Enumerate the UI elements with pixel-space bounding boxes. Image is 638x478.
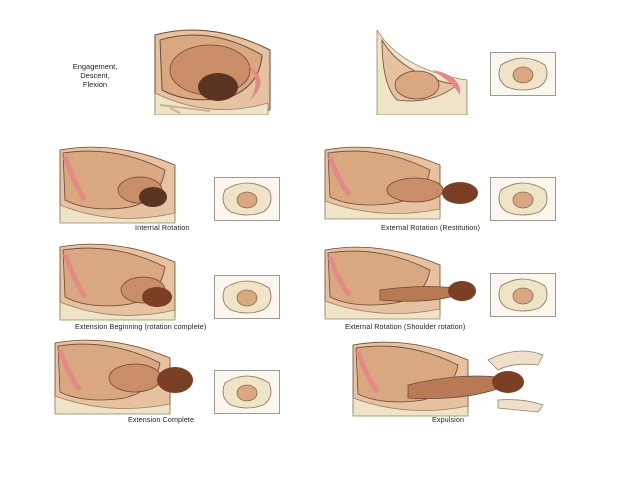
pelvis-inset-internal-rotation: [214, 177, 280, 221]
engagement-label: Engagement, Descent, Flexion: [60, 62, 130, 89]
shoulder-rotation-caption: External Rotation (Shoulder rotation): [345, 322, 466, 331]
pelvis-inset-extension-complete: [214, 370, 280, 414]
pelvis-inset-restitution: [490, 177, 556, 221]
engagement-illustration: [150, 25, 280, 115]
shoulder-rotation-illustration: [320, 245, 485, 320]
engagement-label-line-3: Flexion: [82, 80, 108, 89]
internal-rotation-illustration: [55, 145, 185, 225]
descent-illustration: [372, 30, 472, 115]
expulsion-caption: Expulsion: [432, 415, 465, 424]
extension-complete-caption: Extension Complete: [128, 415, 195, 424]
pelvis-inset-1: [490, 52, 556, 96]
engagement-label-line-1: Engagement,: [72, 62, 118, 71]
pelvis-inset-shoulder-rotation: [490, 273, 556, 317]
extension-beginning-illustration: [55, 242, 185, 322]
extension-beginning-caption: Extension Beginning (rotation complete): [75, 322, 207, 331]
restitution-illustration: [320, 145, 490, 220]
restitution-caption: External Rotation (Restitution): [381, 223, 480, 232]
engagement-label-line-2: Descent,: [80, 71, 110, 80]
extension-complete-illustration: [50, 338, 200, 416]
expulsion-illustration: [348, 340, 548, 418]
internal-rotation-caption: Internal Rotation: [135, 223, 190, 232]
pelvis-inset-extension-beginning: [214, 275, 280, 319]
